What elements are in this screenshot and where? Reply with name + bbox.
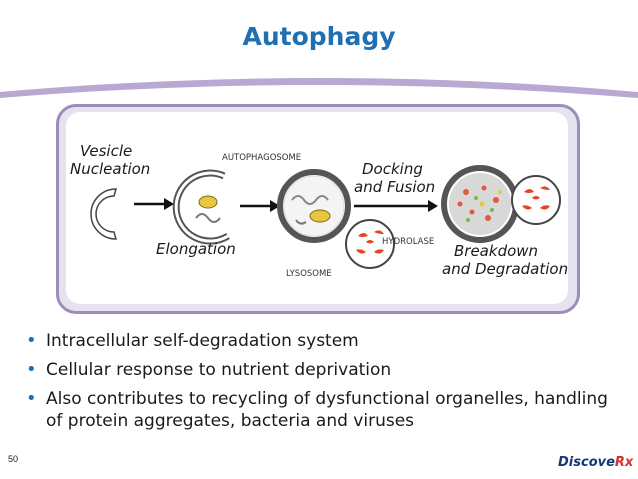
bullet-item: Intracellular self-degradation system [24, 330, 624, 352]
label-docking: Docking [362, 160, 423, 178]
label-elongation: Elongation [156, 240, 236, 258]
bullet-list: Intracellular self-degradation system Ce… [24, 330, 624, 439]
label-breakdown: Breakdown [454, 242, 538, 260]
company-logo: DiscoveRx [558, 455, 634, 475]
slide-title: Autophagy [242, 22, 396, 51]
label-fusion: and Fusion [354, 178, 435, 196]
autophagy-diagram: Vesicle Nucleation Elongation AUTOPHAGOS… [70, 142, 568, 279]
label-autophagosome: AUTOPHAGOSOME [222, 153, 301, 163]
phagophore-crescent [90, 188, 117, 240]
logo-text: Discove [558, 455, 615, 470]
title-underline [0, 78, 638, 98]
slide-bottom-edge [0, 475, 638, 479]
logo-suffix: Rx [614, 455, 634, 470]
bullet-item: Also contributes to recycling of dysfunc… [24, 388, 624, 432]
lysosome-released [511, 175, 561, 225]
slide-number: 50 [8, 454, 19, 464]
bullet-item: Cellular response to nutrient deprivatio… [24, 359, 624, 381]
label-hydrolase: HYDROLASE [382, 237, 434, 247]
label-degradation: and Degradation [442, 260, 568, 278]
label-vesicle: Vesicle [80, 142, 132, 160]
label-lysosome: LYSOSOME [286, 269, 332, 279]
label-nucleation: Nucleation [70, 160, 150, 178]
